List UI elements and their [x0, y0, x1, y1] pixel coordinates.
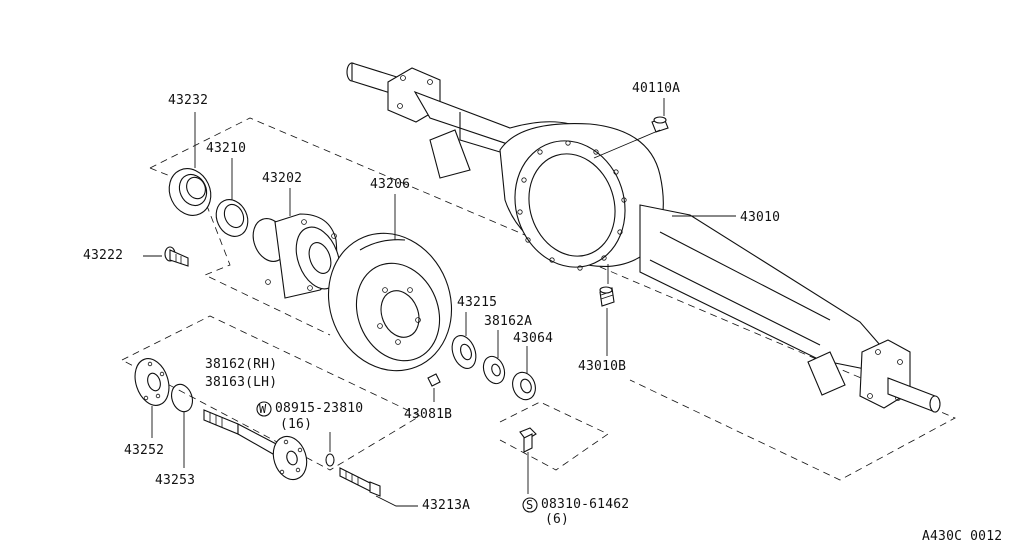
label-43010b: 43010B [578, 359, 627, 374]
brake-drum [327, 232, 453, 372]
label-38162-rh: 38162(RH) [205, 357, 278, 372]
drum-nut [427, 373, 441, 387]
label-08915-23810: 08915-23810 [275, 401, 364, 416]
label-38162a: 38162A [484, 314, 533, 329]
label-43253: 43253 [155, 473, 196, 488]
leader-lines [143, 98, 736, 507]
s-prefix: S [526, 498, 534, 512]
label-43064: 43064 [513, 331, 554, 346]
breather-plug [651, 116, 669, 133]
wheel-hub [252, 213, 341, 299]
label-43210: 43210 [206, 141, 247, 156]
diagram-code: A430C 0012 [922, 529, 1003, 544]
w-prefix-circle [256, 401, 272, 417]
axle-housing [346, 62, 941, 413]
oil-seal [168, 168, 212, 216]
s-prefix-circle [522, 497, 538, 513]
label-08310-61462: 08310-61462 [541, 497, 630, 512]
w-prefix: W [259, 402, 267, 416]
assembly-boundary-lines [121, 117, 956, 481]
label-43252: 43252 [124, 443, 165, 458]
label-38163-lh: 38163(LH) [205, 375, 278, 390]
o-ring [171, 383, 193, 413]
gasket-plate [134, 358, 170, 406]
hub-bolt [164, 246, 189, 267]
housing-bolt [519, 427, 537, 453]
grease-seal [512, 371, 536, 401]
label-43202: 43202 [262, 171, 303, 186]
label-43081b: 43081B [404, 407, 453, 422]
axle-shaft [203, 409, 308, 481]
housing-flange-bolts [517, 140, 627, 271]
drain-plug [599, 286, 615, 307]
lock-washer [325, 453, 335, 467]
label-43213a: 43213A [422, 498, 471, 513]
label-43215: 43215 [457, 295, 498, 310]
label-43206: 43206 [370, 177, 411, 192]
label-qty-16: (16) [280, 417, 313, 432]
label-40110a: 40110A [632, 81, 681, 96]
label-43010: 43010 [740, 210, 781, 225]
label-43232: 43232 [168, 93, 209, 108]
stud-bolt [339, 467, 381, 497]
bearing-collar [482, 355, 506, 385]
inner-bearing [451, 335, 477, 369]
outer-bearing [215, 199, 249, 237]
label-qty-6: (6) [545, 512, 570, 527]
label-43222: 43222 [83, 248, 124, 263]
